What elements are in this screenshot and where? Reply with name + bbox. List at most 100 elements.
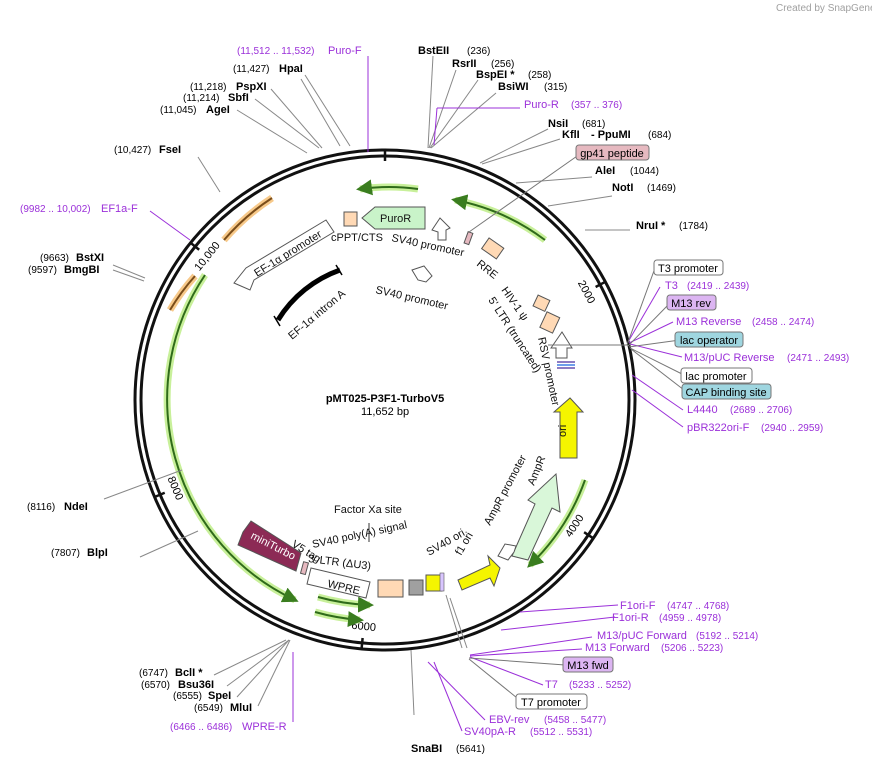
enzyme-blpi-pos: (7807): [51, 548, 80, 559]
feat-sv40-promoter-top: SV40 promoter: [390, 232, 465, 259]
box-cap-site: CAP binding site: [685, 387, 766, 399]
enzyme-bmgbi-pos: (9597): [28, 265, 57, 276]
primer-puro-r-range: (357 .. 376): [571, 100, 622, 111]
ef1a-promoter-arrow: [233, 219, 335, 291]
box-t3-promoter: T3 promoter: [658, 263, 718, 275]
ef1a-intron-arc: [275, 267, 341, 322]
tick-mark: [595, 280, 606, 289]
box-lac-promoter: lac promoter: [685, 371, 746, 383]
primer-pbr322ori-f: pBR322ori-F: [687, 422, 750, 434]
enzyme-sbfi-pos: (11,214): [183, 93, 220, 104]
enzyme-bsiwi-pos: (315): [544, 82, 567, 93]
enzyme-bsteii: BstEII: [418, 45, 449, 57]
primer-ebv-rev: EBV-rev: [489, 714, 530, 726]
primer-puro-r: Puro-R: [524, 99, 559, 111]
primer-t7-range: (5233 .. 5252): [569, 680, 631, 691]
feat-sv40-polya: SV40 poly(A) signal: [311, 519, 408, 551]
primer-m13-reverse: M13 Reverse: [676, 316, 741, 328]
tick-label: 2000: [575, 279, 597, 306]
primer-l4440: L4440: [687, 404, 718, 416]
primer-t3: T3: [665, 280, 678, 292]
primer-f1ori-f-range: (4747 .. 4768): [667, 601, 729, 612]
feat-puror: PuroR: [380, 213, 411, 225]
enzyme-mlui-pos: (6549): [194, 703, 223, 714]
enzyme-bstxi: BstXI: [76, 252, 104, 264]
ampr-arrow: [511, 472, 561, 561]
enzyme-agei: AgeI: [206, 104, 230, 116]
plasmid-size: 11,652 bp: [361, 406, 409, 418]
primer-wpre-r-range: (6466 .. 6486): [170, 722, 232, 733]
plasmid-name: pMT025-P3F1-TurboV5: [326, 393, 444, 405]
enzyme-rsrii: RsrII: [452, 58, 476, 70]
feat-ampr-promoter: AmpR promoter: [482, 453, 529, 527]
primer-m13puc-forward-range: (5192 .. 5214): [696, 631, 758, 642]
watermark: Created by SnapGene: [776, 3, 872, 14]
enzyme-blpi: BlpI: [87, 547, 108, 559]
feat-factor-xa: Factor Xa site: [334, 504, 402, 516]
primer-sv40pa-r-range: (5512 .. 5531): [530, 727, 592, 738]
wpre-box: [306, 567, 371, 599]
enzyme-ppumi: - PpuMI: [591, 129, 631, 141]
primer-wpre-r: WPRE-R: [242, 721, 287, 733]
f1ori-arrow: [457, 554, 501, 591]
primer-ef1a-f: EF1a-F: [101, 203, 138, 215]
enzyme-hpai: HpaI: [279, 63, 303, 75]
enzyme-pspxi-pos: (11,218): [190, 82, 227, 93]
primer-t3-range: (2419 .. 2439): [687, 281, 749, 292]
primer-l4440-range: (2689 .. 2706): [730, 405, 792, 416]
box-t7-promoter: T7 promoter: [521, 697, 581, 709]
enzyme-bspei: BspEI *: [476, 69, 515, 81]
enzyme-pspxi: PspXI: [236, 81, 267, 93]
ori-arrow: [552, 397, 585, 459]
primer-m13-reverse-range: (2458 .. 2474): [752, 317, 814, 328]
enzyme-bstxi-pos: (9663): [40, 253, 69, 264]
box-lac-operator: lac operator: [680, 335, 738, 347]
enzyme-agei-pos: (11,045): [160, 105, 197, 116]
feat-cppt: cPPT/CTS: [331, 232, 383, 244]
enzyme-alei: AleI: [595, 165, 615, 177]
enzyme-bspei-pos: (258): [528, 70, 551, 81]
boxed-labels: gp41 peptide T3 promoter M13 rev lac ope…: [515, 144, 772, 710]
primer-ef1a-f-range: (9982 .. 10,002): [20, 204, 91, 215]
enzyme-bmgbi: BmgBI: [64, 264, 99, 276]
enzyme-kfli-pos: (684): [648, 130, 671, 141]
primer-m13-forward-range: (5206 .. 5223): [661, 643, 723, 654]
enzyme-ndei-pos: (8116): [27, 502, 55, 513]
enzyme-nrui-pos: (1784): [679, 221, 708, 232]
feat-ampr: AmpR: [526, 454, 549, 487]
enzyme-mlui: MluI: [230, 702, 252, 714]
feat-sv40-promoter-inner: SV40 promoter: [374, 284, 449, 312]
feat-rre: RRE: [474, 258, 500, 282]
primer-lines: [149, 56, 684, 732]
enzyme-bsteii-pos: (236): [467, 46, 490, 57]
enzyme-ndei: NdeI: [64, 501, 88, 513]
primer-labels: (11,512 .. 11,532) Puro-F Puro-R (357 ..…: [20, 45, 849, 738]
enzyme-spei: SpeI: [208, 690, 231, 702]
enzyme-kfli: KflI: [562, 129, 580, 141]
enzyme-alei-pos: (1044): [630, 166, 659, 177]
enzyme-bsu36i: Bsu36I: [178, 679, 214, 691]
primer-m13puc-reverse-range: (2471 .. 2493): [787, 353, 849, 364]
primer-ebv-rev-range: (5458 .. 5477): [544, 715, 606, 726]
primer-t7: T7: [545, 679, 558, 691]
primer-m13puc-forward: M13/pUC Forward: [597, 630, 687, 642]
primer-f1ori-r: F1ori-R: [612, 612, 649, 624]
enzyme-nsii: NsiI: [548, 118, 568, 130]
feat-ori: ori: [557, 425, 569, 437]
enzyme-nsii-pos: (681): [582, 119, 605, 130]
primer-pbr322ori-f-range: (2940 .. 2959): [761, 423, 823, 434]
primer-f1ori-f: F1ori-F: [620, 600, 656, 612]
enzyme-labels: BstEII (236) RsrII (256) BspEI * (258) B…: [27, 45, 708, 755]
tick-mark: [154, 491, 166, 499]
enzyme-snabi: SnaBI: [411, 743, 442, 755]
tick-mark: [583, 531, 594, 540]
enzyme-spei-pos: (6555): [173, 691, 202, 702]
enzyme-nrui: NruI *: [636, 220, 666, 232]
box-m13-rev: M13 rev: [671, 298, 711, 310]
box-lines: [468, 153, 685, 703]
primer-m13puc-reverse: M13/pUC Reverse: [684, 352, 774, 364]
enzyme-noti: NotI: [612, 182, 633, 194]
primer-f1ori-r-range: (4959 .. 4978): [659, 613, 721, 624]
enzyme-bcli-pos: (6747): [139, 668, 168, 679]
